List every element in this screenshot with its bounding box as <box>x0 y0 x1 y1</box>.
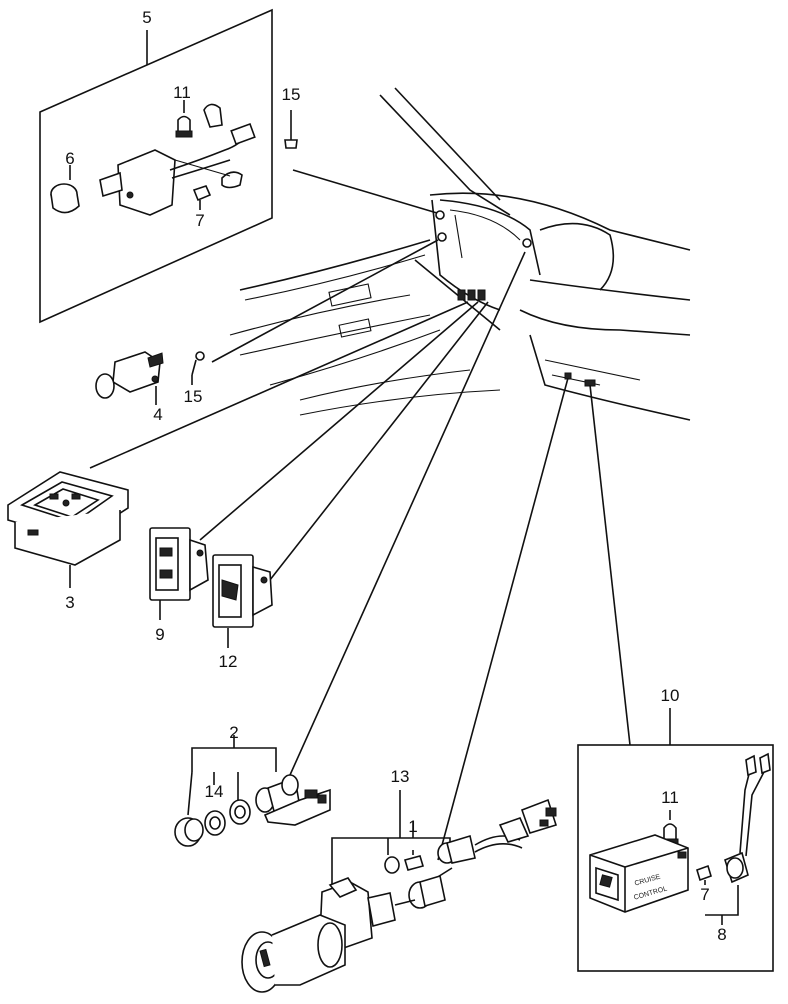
switch-part-12 <box>212 554 273 628</box>
callout-7b: 7 <box>700 885 709 904</box>
callout-8: 8 <box>717 925 726 944</box>
washer-part <box>229 799 251 825</box>
part-box-5: 5 6 11 7 <box>39 8 273 324</box>
callout-15b: 15 <box>184 387 203 406</box>
switch-part-9 <box>149 527 209 601</box>
callout-15a: 15 <box>282 85 301 104</box>
callout-11a: 11 <box>173 83 191 102</box>
lighter-plug <box>241 914 346 993</box>
bulb-part-1 <box>384 855 425 874</box>
callout-13: 13 <box>391 767 410 786</box>
socket-part <box>437 834 476 864</box>
callout-3: 3 <box>65 593 74 612</box>
cigarette-lighter-13: 13 1 <box>241 767 558 993</box>
lighter-assembly-2: 2 14 <box>174 723 331 847</box>
callout-2: 2 <box>229 723 238 742</box>
callout-10: 10 <box>661 686 680 705</box>
part-box-10: 10 11 CRUISE CONTROL 7 <box>577 686 774 972</box>
switch-assembly <box>99 103 256 216</box>
leader-lines <box>89 169 631 861</box>
screw-part-15a <box>284 110 298 149</box>
callout-5: 5 <box>142 8 151 27</box>
callout-11b: 11 <box>661 788 679 807</box>
switch-body-part-2 <box>255 774 331 826</box>
callout-9: 9 <box>155 625 164 644</box>
socket-harness-part-8 <box>724 752 771 884</box>
bulb-part-7a <box>192 185 212 202</box>
screw-part-15b <box>191 351 205 376</box>
bulb-part-7b <box>696 864 712 882</box>
switch-part-4 <box>95 351 164 399</box>
callout-6: 6 <box>65 149 74 168</box>
mirror-switch-part-3 <box>7 471 129 566</box>
callout-1: 1 <box>408 817 417 836</box>
cruise-control-switch: CRUISE CONTROL <box>589 834 689 913</box>
knob-part-6 <box>50 183 80 214</box>
callout-12: 12 <box>219 652 238 671</box>
callout-14: 14 <box>205 782 224 801</box>
knob-part <box>174 817 204 847</box>
callout-4: 4 <box>153 405 162 424</box>
bulb-part-11a <box>175 115 193 138</box>
dashboard-outline <box>229 87 691 421</box>
callout-7a: 7 <box>195 211 204 230</box>
nut-part-14 <box>204 810 226 836</box>
